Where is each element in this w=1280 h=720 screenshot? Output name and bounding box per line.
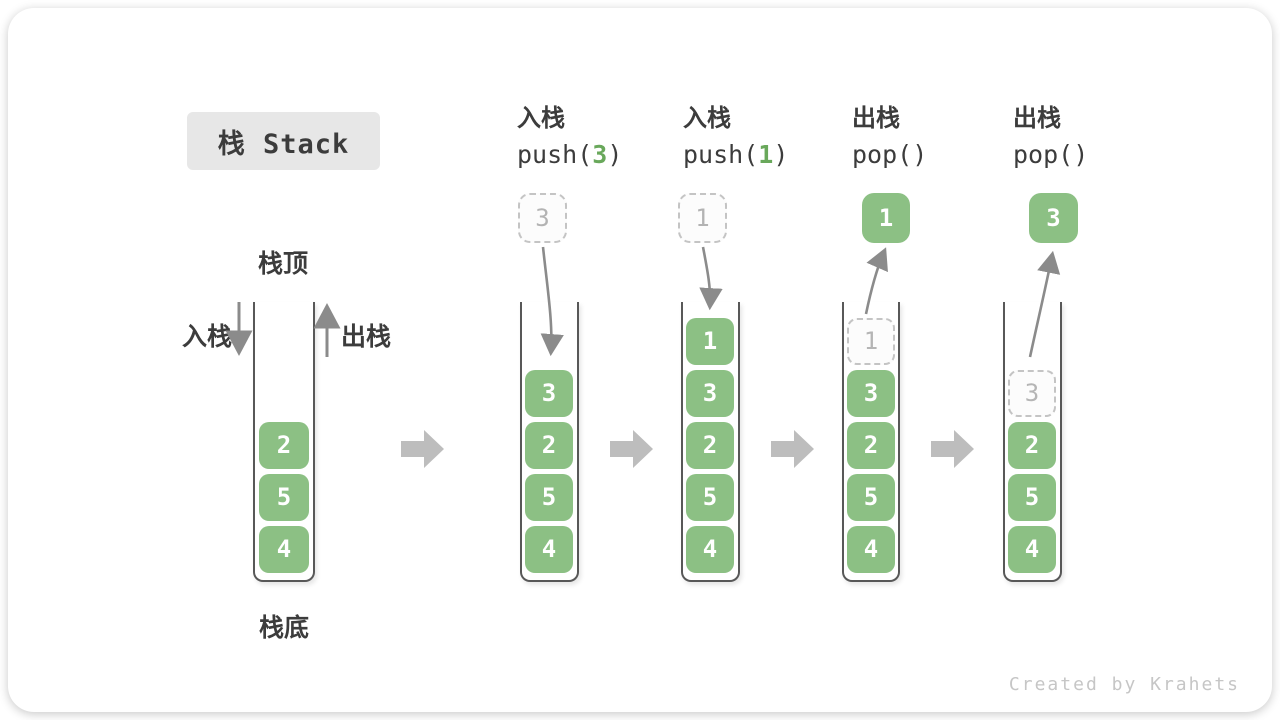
stack-block: 3 (686, 370, 734, 417)
popped-value-box: 1 (862, 193, 910, 243)
code-pre: pop() (1013, 140, 1089, 169)
op-code: push(3) (517, 140, 622, 170)
code-pre: push( (517, 140, 593, 169)
stack-block: 1 (686, 318, 734, 365)
stack-block: 3 (525, 370, 573, 417)
stack-block: 5 (525, 474, 573, 521)
op-header-push3: 入栈 push(3) (517, 105, 622, 170)
stack-block: 4 (525, 526, 573, 573)
ghost-block: 3 (1008, 370, 1056, 417)
op-label: 入栈 (683, 104, 731, 132)
ghost-block: 1 (847, 318, 895, 365)
stack-block: 4 (686, 526, 734, 573)
page-title: 栈 Stack (187, 112, 380, 170)
stack-block: 2 (847, 422, 895, 469)
code-post: ) (773, 140, 789, 169)
op-code: push(1) (683, 140, 788, 170)
popped-value-box: 3 (1029, 193, 1078, 243)
stack-block: 4 (259, 526, 309, 573)
stack-block: 5 (686, 474, 734, 521)
incoming-value-box: 1 (678, 193, 727, 243)
flow-arrow-icon (610, 430, 653, 468)
incoming-value-box: 3 (518, 193, 567, 243)
pop-side-label: 出栈 (341, 322, 392, 351)
stack-block: 2 (525, 422, 573, 469)
stack-block: 5 (259, 474, 309, 521)
code-arg: 3 (592, 140, 608, 169)
stack-top-label: 栈顶 (258, 249, 309, 278)
stack-block: 2 (259, 422, 309, 469)
stack-block: 4 (1008, 526, 1056, 573)
flow-arrow-icon (771, 430, 814, 468)
watermark: Created by Krahets (1008, 674, 1240, 695)
op-label: 入栈 (517, 104, 565, 132)
op-label: 出栈 (1013, 104, 1061, 132)
code-pre: pop() (852, 140, 928, 169)
stack-block: 2 (1008, 422, 1056, 469)
op-code: pop() (852, 140, 927, 170)
stack-block: 4 (847, 526, 895, 573)
flow-arrow-icon (401, 430, 444, 468)
op-header-pop1: 出栈 pop() (852, 105, 927, 170)
op-code: pop() (1013, 140, 1088, 170)
flow-arrow-icon (931, 430, 974, 468)
stack-block: 5 (1008, 474, 1056, 521)
op-label: 出栈 (852, 104, 900, 132)
curved-push-arrow-icon (699, 246, 723, 311)
code-post: ) (607, 140, 623, 169)
stack-block: 5 (847, 474, 895, 521)
stack-bottom-label: 栈底 (259, 613, 310, 642)
push-side-label: 入栈 (182, 322, 233, 351)
stack-block: 2 (686, 422, 734, 469)
op-header-pop2: 出栈 pop() (1013, 105, 1088, 170)
code-arg: 1 (758, 140, 774, 169)
stack-block: 3 (847, 370, 895, 417)
code-pre: push( (683, 140, 759, 169)
op-header-push1: 入栈 push(1) (683, 105, 788, 170)
